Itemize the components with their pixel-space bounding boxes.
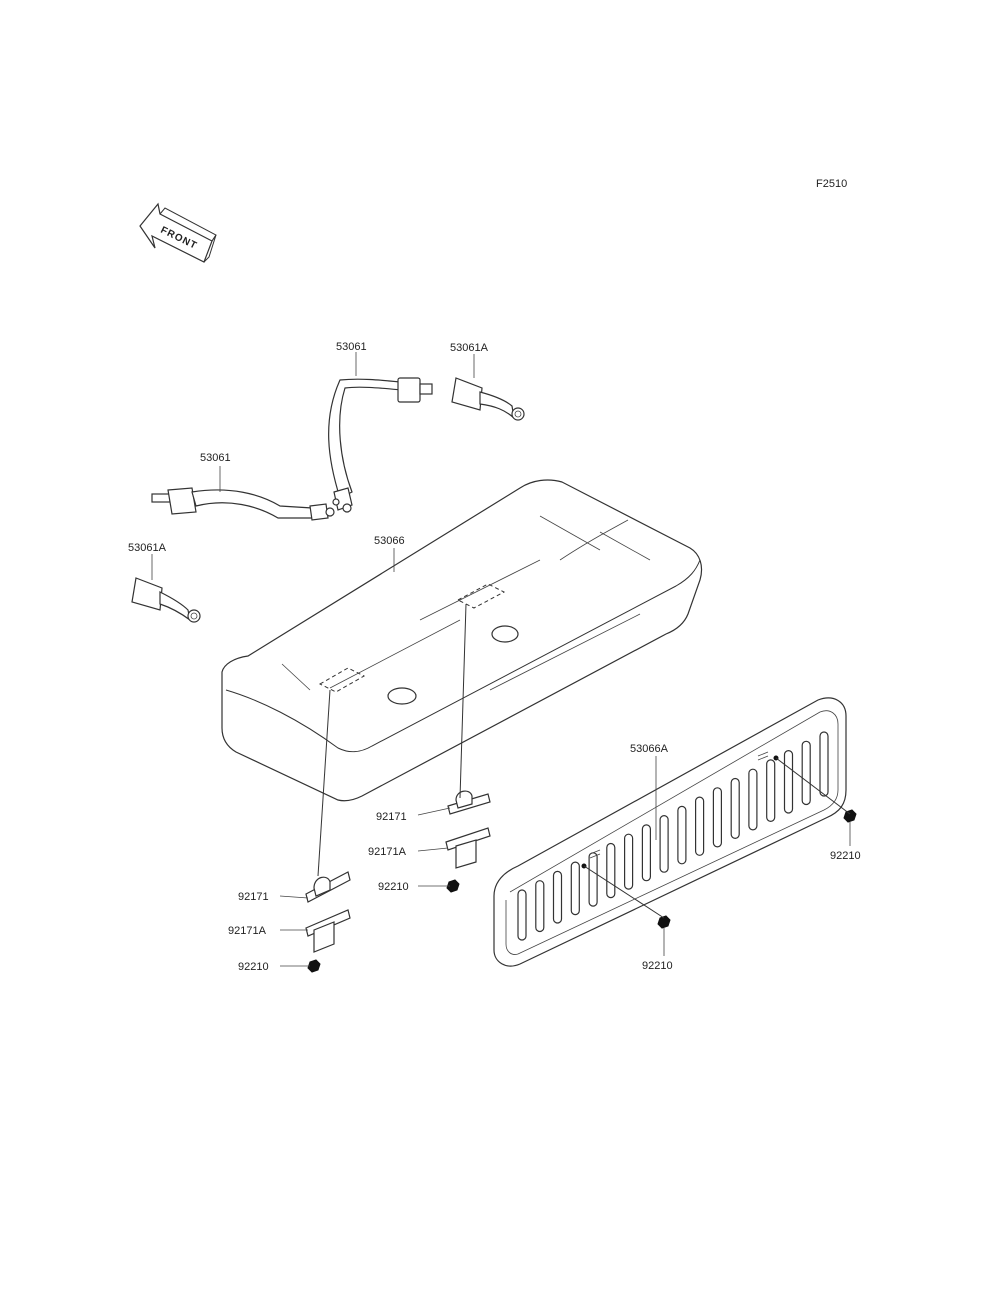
callout-seat: 53066	[374, 535, 405, 547]
callout-buckle-upper: 53061A	[450, 342, 489, 354]
vent-slot	[623, 833, 634, 890]
callout-seat-back: 53066A	[630, 743, 669, 755]
nut-92210-bracket-left	[307, 959, 321, 973]
vent-slot	[712, 787, 723, 848]
seat-belt-upper	[328, 377, 433, 513]
buckle-upper	[451, 377, 525, 421]
vent-slot	[677, 805, 687, 865]
bracket-92171-right	[447, 790, 491, 815]
seat-back	[493, 697, 847, 967]
vent-slot	[694, 796, 705, 856]
callout-bracket-a-left: 92171A	[228, 925, 267, 937]
vent-slot	[801, 740, 811, 806]
vent-slot	[606, 842, 616, 899]
callout-nut-back-center: 92210	[642, 960, 673, 972]
callout-nut-back-right: 92210	[830, 850, 861, 862]
vent-slot	[730, 777, 740, 840]
nut-92210-bracket-right	[446, 879, 460, 893]
seat-cushion	[221, 479, 703, 802]
seat-belt-lower	[151, 487, 335, 521]
nut-92210-back-center	[657, 915, 671, 929]
callout-nut-bracket-right: 92210	[378, 881, 409, 893]
callout-belt-lower: 53061	[200, 452, 231, 464]
vent-slot	[517, 889, 527, 941]
vent-slot	[659, 814, 669, 873]
callout-nut-bracket-left: 92210	[238, 961, 269, 973]
leader-bracket-a-right	[417, 847, 449, 852]
figure-code: F2510	[816, 178, 847, 190]
bracket-92171a-right	[445, 827, 491, 869]
mount-line-back-center	[583, 865, 665, 919]
mount-line-left	[317, 689, 331, 877]
buckle-lower	[131, 577, 201, 623]
callout-belt-upper: 53061	[336, 341, 367, 353]
leader-bracket-left	[279, 895, 309, 899]
vent-slot	[570, 861, 580, 916]
vent-slot	[552, 870, 563, 924]
nut-92210-back-right	[843, 809, 857, 823]
bracket-92171a-left	[305, 909, 351, 953]
callout-bracket-a-right: 92171A	[368, 846, 407, 858]
leader-bracket-right	[417, 807, 451, 816]
vent-slot	[535, 880, 545, 933]
vent-slot	[766, 759, 776, 823]
callout-buckle-lower: 53061A	[128, 542, 167, 554]
callout-bracket-left: 92171	[238, 891, 269, 903]
vent-slot	[819, 731, 829, 797]
bracket-92171-left	[305, 871, 351, 903]
vent-slot	[588, 852, 598, 907]
mount-line-right	[459, 603, 467, 799]
callout-bracket-right: 92171	[376, 811, 407, 823]
front-arrow-icon: FRONT	[139, 202, 217, 263]
mount-line-back-right	[775, 757, 851, 815]
vent-slot	[783, 749, 794, 814]
vent-slot	[641, 824, 652, 882]
vent-slot	[748, 768, 758, 831]
